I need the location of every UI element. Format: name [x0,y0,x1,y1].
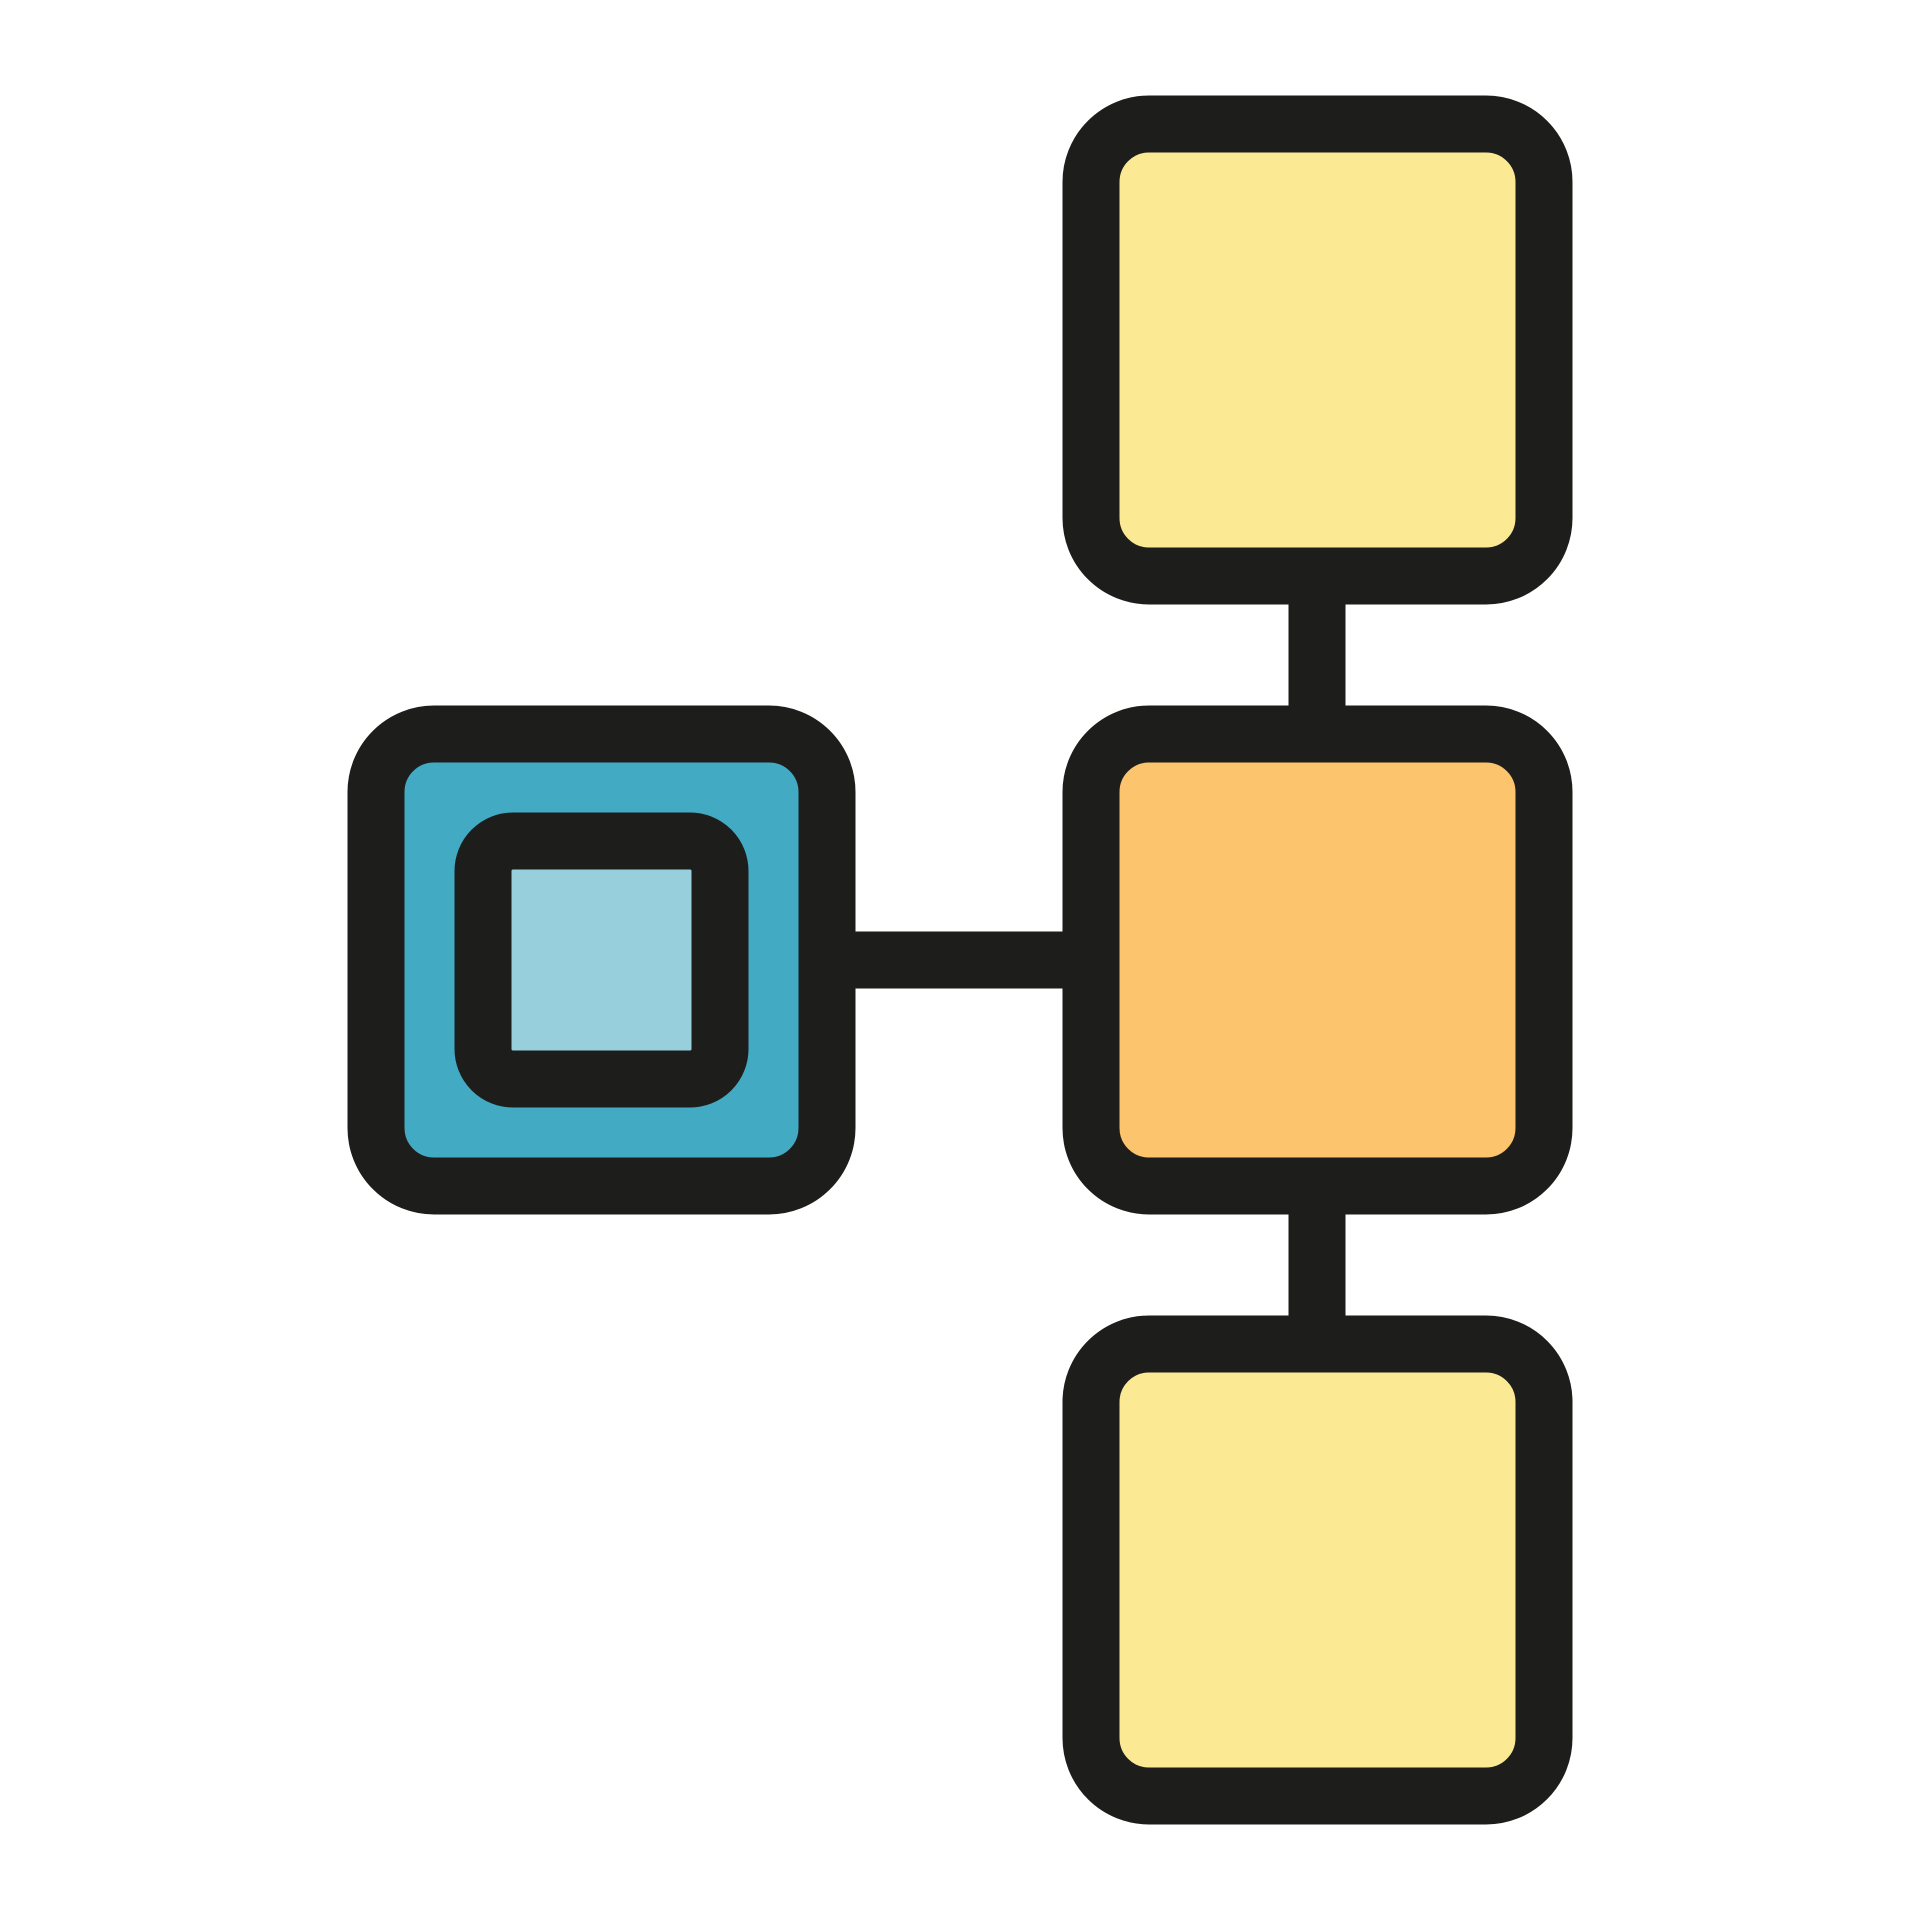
bottom-node [1062,1315,1573,1825]
center-node [1062,705,1573,1215]
left-inner-node [454,812,749,1108]
top-node [1062,95,1573,605]
